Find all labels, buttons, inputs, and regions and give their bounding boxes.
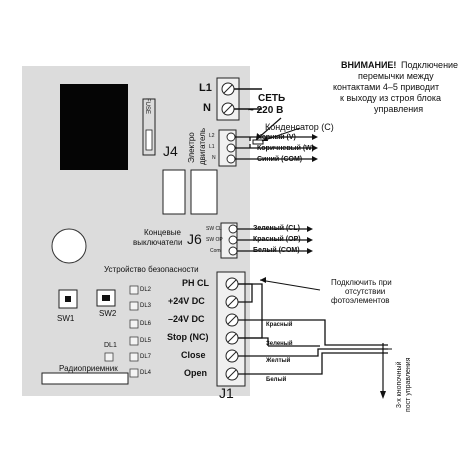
j1-terminal-plus24: +24V DC xyxy=(168,296,205,306)
j1-label: J1 xyxy=(219,385,234,401)
led-dl2 xyxy=(129,285,139,295)
fuse xyxy=(145,129,153,151)
mains-title: СЕТЬ xyxy=(258,93,286,104)
led-dl6 xyxy=(129,319,139,329)
limits-label-2: выключатели xyxy=(133,238,183,247)
j6-pin-swop: SW OP xyxy=(206,237,223,243)
motor-wire-black: Черный (V) xyxy=(257,134,296,141)
j1-terminal-minus24: –24V DC xyxy=(168,314,205,324)
limit-wire-white: Белый (COM) xyxy=(253,247,300,254)
button-wire-green: Зеленый xyxy=(266,341,293,347)
led-dl3 xyxy=(129,301,139,311)
j1-terminal-stop: Stop (NC) xyxy=(167,332,209,342)
screw-j4-l2 xyxy=(226,132,236,142)
warning-line-4: к выходу из строя блока xyxy=(340,93,442,103)
j1-terminal-open: Open xyxy=(184,368,208,378)
screw-j6-swop xyxy=(228,235,238,245)
led-dl4 xyxy=(129,368,139,378)
led-label-dl4: DL4 xyxy=(140,370,152,376)
j4-label: J4 xyxy=(163,143,178,159)
push-station-label-1: 3-х кнопочный xyxy=(396,361,403,408)
motor-wire-blue: Синий (COM) xyxy=(257,156,303,163)
button-wire-red: Красный xyxy=(266,322,293,328)
screw-j4-n xyxy=(226,154,236,164)
transformer-block xyxy=(60,84,128,170)
j4-pin-l2: L2 xyxy=(209,133,215,139)
j6-pin-com: Com xyxy=(210,248,221,254)
fuse-holder xyxy=(142,98,156,156)
limits-label-1: Концевые xyxy=(144,228,181,237)
motor-label-1: Электро xyxy=(187,132,196,163)
sw2-label: SW2 xyxy=(99,309,117,318)
warning-line-1: Подключение xyxy=(401,60,459,70)
limit-wire-green: Зеленый (CL) xyxy=(253,225,300,232)
warning-line-3: контактами 4–5 приводит xyxy=(333,82,440,92)
buzzer xyxy=(51,228,87,264)
photocell-note-1: Подключить при xyxy=(331,278,392,287)
led-label-dl7: DL7 xyxy=(140,354,152,360)
photocell-note-3: фотоэлементов xyxy=(331,296,390,305)
safety-label: Устройство безопасности xyxy=(104,265,199,274)
j6-label: J6 xyxy=(187,231,202,247)
j4-pin-l1: L1 xyxy=(209,144,215,150)
motor-label-2: двигатель xyxy=(198,128,207,165)
capacitor-label: Конденсатор (С) xyxy=(265,122,334,132)
screw-j6-com xyxy=(228,246,238,256)
j1-terminal-ph-cl: PH CL xyxy=(182,278,209,288)
sw1-button-core xyxy=(65,296,71,302)
j6-pin-swcl: SW CL xyxy=(206,226,222,232)
led-label-dl2: DL2 xyxy=(140,287,152,293)
j1-terminal xyxy=(216,271,246,387)
warning-title: ВНИМАНИЕ! xyxy=(341,60,397,70)
n-label: N xyxy=(203,102,211,114)
j1-terminal-close: Close xyxy=(181,350,206,360)
mains-voltage: ~ 220 В xyxy=(248,105,284,116)
l1-label: L1 xyxy=(199,82,212,94)
screw-j6-swcl xyxy=(228,224,238,234)
dl1-label: DL1 xyxy=(104,342,117,349)
button-wire-white: Белый xyxy=(266,377,287,383)
sw2-button-core xyxy=(102,295,110,301)
led-label-dl3: DL3 xyxy=(140,303,152,309)
fuse-label: FUSE xyxy=(144,98,150,115)
led-label-dl6: DL6 xyxy=(140,321,152,327)
led-dl5 xyxy=(129,336,139,346)
screw-j4-l1 xyxy=(226,143,236,153)
capacitor-symbol xyxy=(252,139,264,145)
led-dl1 xyxy=(104,352,114,362)
photocell-note-2: отсутствии xyxy=(345,287,386,296)
relay-1 xyxy=(162,169,186,215)
warning-line-2: перемычки между xyxy=(358,71,434,81)
radio-receiver-slot xyxy=(41,372,129,385)
warning-line-5: управления xyxy=(374,104,424,114)
receiver-label: Радиоприемник xyxy=(59,364,118,373)
motor-wire-brown: Коричневый (W) xyxy=(257,145,315,152)
led-dl7 xyxy=(129,352,139,362)
relay-2 xyxy=(190,169,218,215)
led-label-dl5: DL5 xyxy=(140,338,152,344)
sw1-label: SW1 xyxy=(57,314,75,323)
j4-pin-n: N xyxy=(212,155,216,161)
limit-wire-red: Красный (OP) xyxy=(253,236,301,243)
push-station-label-2: пост управления xyxy=(405,357,412,412)
button-wire-yellow: Желтый xyxy=(266,358,291,364)
